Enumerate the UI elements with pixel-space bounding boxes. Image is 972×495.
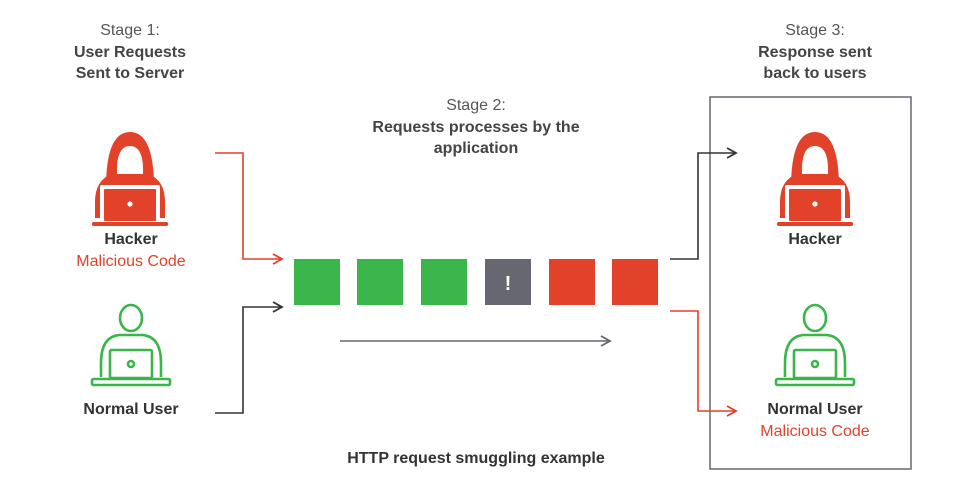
right-user-caption: Normal User Malicious Code (720, 399, 910, 443)
stage-2-number: Stage 2: (446, 97, 506, 114)
left-hacker-sublabel: Malicious Code (76, 253, 186, 270)
diagram-caption: HTTP request smuggling example (347, 450, 605, 467)
right-user-sublabel: Malicious Code (760, 423, 870, 440)
queue-block-alert (485, 259, 531, 305)
hacker-to-server-arrow (215, 152, 284, 265)
stage-2-header: Stage 2: Requests processes by the appli… (326, 97, 626, 159)
left-user-caption: Normal User (40, 399, 222, 421)
server-to-hacker-arrow (670, 147, 738, 260)
left-hacker-label: Hacker (104, 231, 158, 248)
stage-3-line-2: back to users (763, 65, 867, 82)
right-hacker-icon (777, 132, 853, 226)
queue-block-green-3 (421, 259, 467, 305)
stage-3-header: Stage 3: Response sent back to users (720, 22, 910, 84)
left-user-label: Normal User (83, 401, 179, 418)
stage-2-line-2: application (433, 140, 519, 157)
stage-3-line-1: Response sent (758, 44, 872, 61)
server-to-user-arrow (670, 310, 738, 417)
stage-1-number: Stage 1: (100, 22, 160, 39)
right-user-label: Normal User (767, 401, 863, 418)
stage-1-line-2: Sent to Server (75, 65, 185, 82)
left-hacker-caption: Hacker Malicious Code (40, 229, 222, 273)
queue-block-red-2 (612, 259, 658, 305)
stage-3-frame (709, 96, 912, 470)
stage-2-line-1: Requests processes by the (372, 119, 580, 136)
queue-block-green-2 (357, 259, 403, 305)
right-user-icon (774, 303, 856, 387)
stage-1-header: Stage 1: User Requests Sent to Server (40, 22, 220, 84)
queue-alert-glyph: ! (505, 273, 512, 295)
right-hacker-caption: Hacker (720, 229, 910, 251)
left-user-icon (90, 303, 172, 387)
queue-block-green-1 (294, 259, 340, 305)
left-hacker-icon (92, 132, 168, 226)
user-to-server-arrow (215, 301, 284, 414)
queue-block-red-1 (549, 259, 595, 305)
right-hacker-label: Hacker (788, 231, 842, 248)
stage-1-line-1: User Requests (73, 44, 187, 61)
request-queue: ! (294, 259, 658, 305)
stage-3-number: Stage 3: (785, 22, 845, 39)
